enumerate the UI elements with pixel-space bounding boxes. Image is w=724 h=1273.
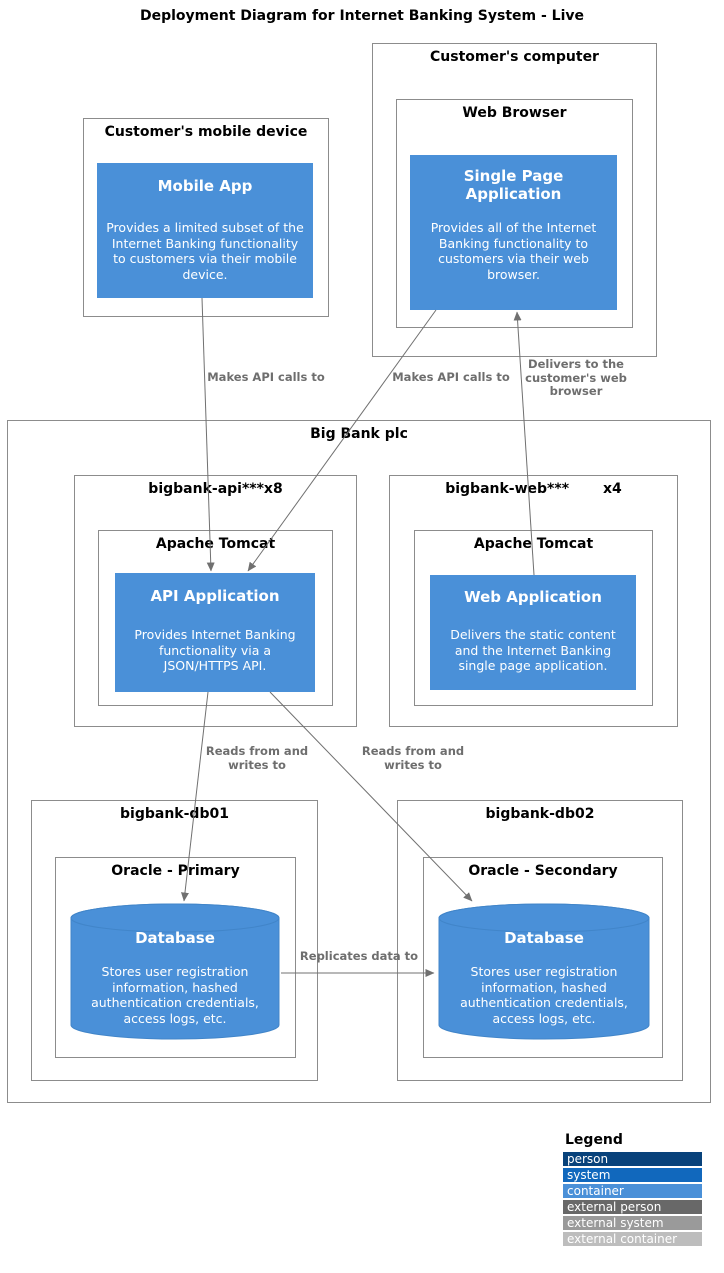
edge-label-replicates-data: Replicates data to — [299, 949, 419, 963]
database-cylinder-icon — [70, 903, 280, 1040]
node-label-apache-tomcat-api: Apache Tomcat — [155, 536, 276, 552]
legend-label-container: container — [567, 1184, 624, 1198]
legend-label-external-container: external container — [567, 1232, 678, 1246]
legend-row-person: person — [563, 1152, 702, 1166]
legend-row-external-system: external system — [563, 1216, 702, 1230]
node-label-bigbank-api: bigbank-api***x8 — [148, 481, 283, 497]
container-desc-database-secondary: Stores user registration information, ha… — [460, 964, 628, 1026]
container-web-application: Web Application Delivers the static cont… — [430, 575, 636, 690]
container-api-application: API Application Provides Internet Bankin… — [115, 573, 315, 692]
legend-row-external-person: external person — [563, 1200, 702, 1214]
legend-label-system: system — [567, 1168, 611, 1182]
node-label-bigbank-web-name: bigbank-web*** — [445, 481, 570, 497]
cylinder-top-cap — [438, 903, 650, 933]
node-label-apache-tomcat-web: Apache Tomcat — [473, 536, 594, 552]
database-cylinder-icon — [438, 903, 650, 1040]
container-title-database-primary: Database — [135, 929, 215, 947]
container-desc-web-application: Delivers the static content and the Inte… — [450, 627, 616, 673]
node-label-bigbank-db02: bigbank-db02 — [485, 806, 595, 822]
cylinder-top-cap — [70, 903, 280, 933]
node-bigbank-db02: bigbank-db02 — [397, 800, 683, 1081]
node-label-big-bank-plc: Big Bank plc — [310, 426, 408, 442]
container-desc-api-application: Provides Internet Banking functionality … — [134, 627, 296, 673]
container-title-spa: Single Page Application — [463, 167, 564, 203]
node-label-bigbank-db01: bigbank-db01 — [120, 806, 229, 822]
node-label-mobile-device: Customer's mobile device — [104, 124, 308, 140]
container-database-primary: Database Stores user registration inform… — [70, 903, 280, 1040]
edge-label-mobile-makes-api-calls: Makes API calls to — [207, 370, 325, 384]
legend-row-container: container — [563, 1184, 702, 1198]
legend-label-external-person: external person — [567, 1200, 662, 1214]
container-title-database-secondary: Database — [504, 929, 584, 947]
edge-label-delivers-to-browser: Delivers to the customer's web browser — [525, 357, 627, 398]
legend-row-external-container: external container — [563, 1232, 702, 1246]
node-label-oracle-primary: Oracle - Primary — [111, 863, 240, 879]
diagram-title: Deployment Diagram for Internet Banking … — [139, 8, 585, 24]
edge-label-reads-writes-db01: Reads from and writes to — [205, 744, 309, 772]
node-apache-tomcat-api: Apache Tomcat — [98, 530, 333, 706]
container-desc-database-primary: Stores user registration information, ha… — [91, 964, 259, 1026]
legend: Legend person system container external … — [563, 1132, 703, 1248]
container-desc-mobile-app: Provides a limited subset of the Interne… — [106, 220, 304, 282]
node-label-web-browser: Web Browser — [462, 105, 567, 121]
legend-label-person: person — [567, 1152, 609, 1166]
legend-row-system: system — [563, 1168, 702, 1182]
container-single-page-application: Single Page Application Provides all of … — [410, 155, 617, 310]
container-title-mobile-app: Mobile App — [157, 177, 253, 195]
node-label-oracle-secondary: Oracle - Secondary — [468, 863, 618, 879]
node-customers-computer: Customer's computer — [372, 43, 657, 357]
edge-label-spa-makes-api-calls: Makes API calls to — [392, 370, 510, 384]
node-label-bigbank-web: bigbank-web*** x4 — [390, 476, 677, 497]
node-web-browser: Web Browser — [396, 99, 633, 328]
container-desc-spa: Provides all of the Internet Banking fun… — [430, 220, 597, 282]
container-title-web-application: Web Application — [464, 588, 602, 606]
node-oracle-secondary: Oracle - Secondary — [423, 857, 663, 1058]
container-database-secondary: Database Stores user registration inform… — [438, 903, 650, 1040]
legend-label-external-system: external system — [567, 1216, 664, 1230]
container-mobile-app: Mobile App Provides a limited subset of … — [97, 163, 313, 298]
node-label-customers-computer: Customer's computer — [430, 49, 599, 65]
container-title-api-application: API Application — [150, 587, 280, 605]
legend-title: Legend — [565, 1132, 623, 1148]
edge-label-reads-writes-db02: Reads from and writes to — [361, 744, 465, 772]
node-label-bigbank-web-instances: x4 — [603, 481, 622, 497]
